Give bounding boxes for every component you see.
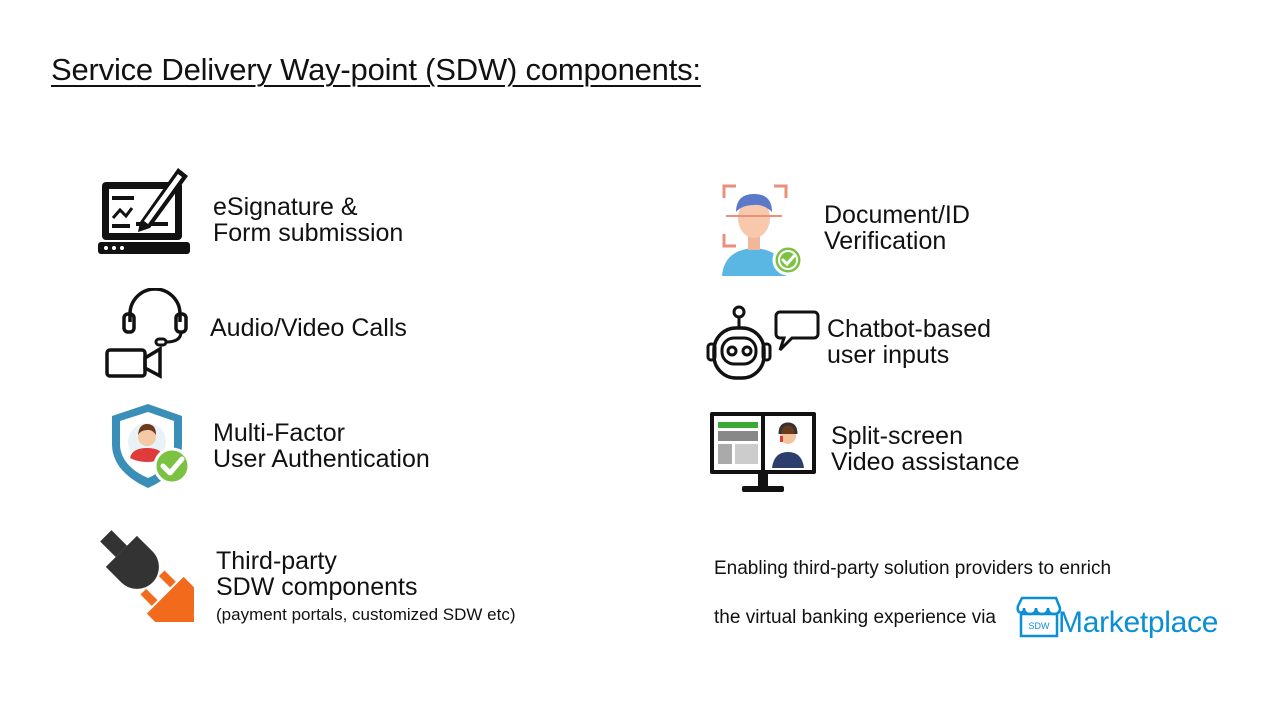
item-label: SDW components [216, 573, 418, 601]
item-split-screen: Split-screen Video assistance [831, 423, 1020, 475]
item-label: Form submission [213, 219, 404, 247]
item-note: (payment portals, customized SDW etc) [216, 605, 516, 624]
item-label: eSignature & [213, 193, 358, 221]
item-label: Split-screen [831, 422, 963, 450]
item-chatbot: Chatbot-based user inputs [827, 316, 991, 368]
laptop-pen-icon [98, 168, 190, 254]
footer-text-line1: Enabling third-party solution providers … [714, 558, 1112, 579]
item-label: Audio/Video Calls [210, 314, 407, 342]
item-document-id: Document/ID Verification [824, 202, 970, 254]
store-icon: SDW [1016, 596, 1062, 638]
split-monitor-icon [710, 412, 816, 492]
plug-icon [100, 530, 194, 622]
page-title: Service Delivery Way-point (SDW) compone… [51, 52, 701, 87]
item-label: Third-party [216, 547, 337, 575]
face-scan-check-icon [722, 184, 804, 276]
item-label: user inputs [827, 341, 950, 369]
item-label: Multi-Factor [213, 419, 345, 447]
item-label: Verification [824, 227, 947, 255]
item-label: Document/ID [824, 201, 970, 229]
brand-badge: SDW [1029, 621, 1051, 631]
item-label: User Authentication [213, 445, 430, 473]
footer-text-line2: the virtual banking experience via [714, 607, 997, 628]
robot-chat-icon [706, 305, 820, 380]
user-shield-check-icon [112, 404, 191, 488]
brand-text[interactable]: Marketplace [1058, 606, 1219, 639]
item-third-party: Third-party SDW components (payment port… [216, 548, 515, 626]
item-mfa: Multi-Factor User Authentication [213, 420, 430, 472]
item-label: Chatbot-based [827, 315, 992, 343]
item-audio-video: Audio/Video Calls [210, 315, 407, 341]
headset-camera-icon [105, 288, 188, 379]
item-esignature: eSignature & Form submission [213, 194, 403, 246]
item-label: Video assistance [831, 448, 1020, 476]
